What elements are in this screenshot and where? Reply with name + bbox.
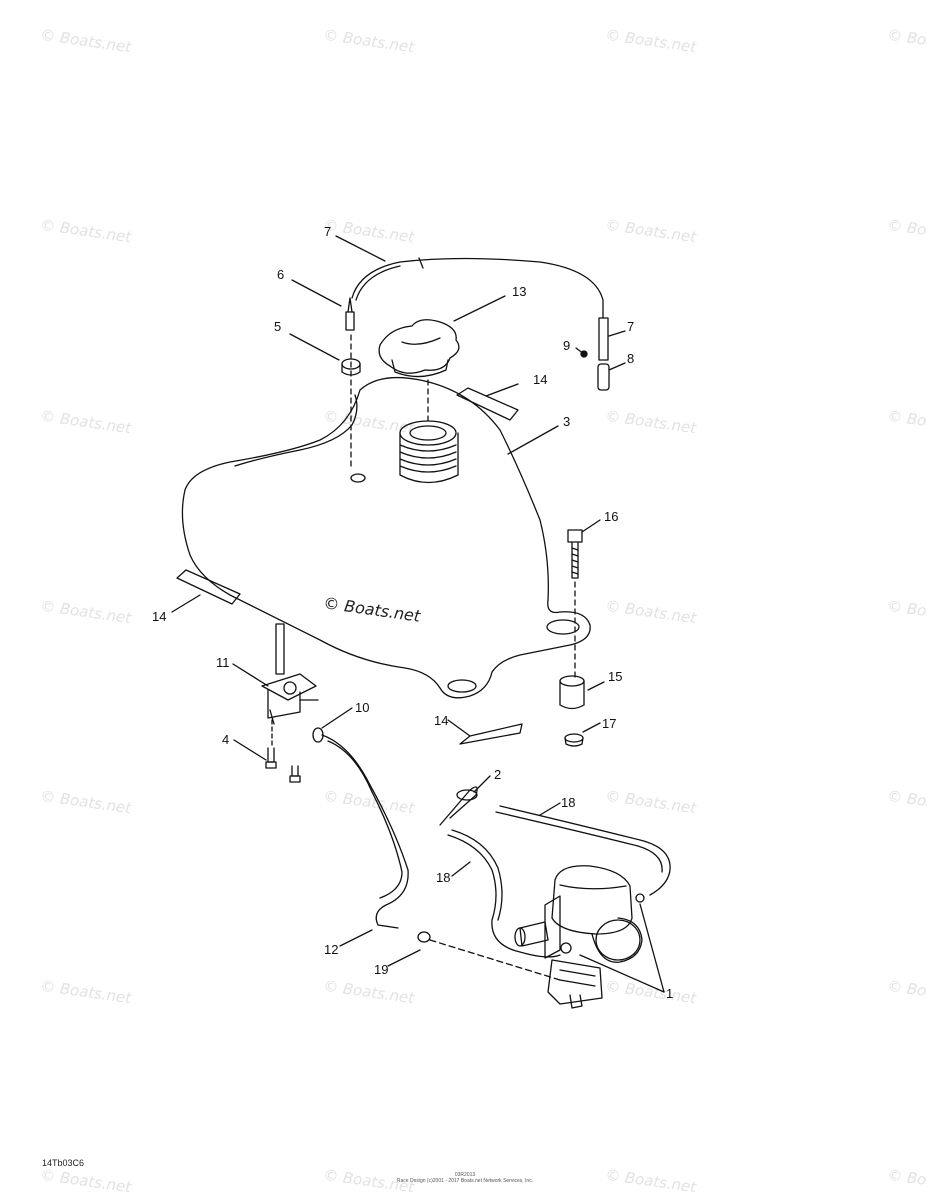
vent-tube <box>580 317 610 391</box>
callout-7: 7 <box>627 319 635 334</box>
callout-17: 17 <box>602 716 617 731</box>
fuel-cap <box>378 319 460 378</box>
spacer <box>559 675 585 710</box>
callout-4: 4 <box>222 732 230 747</box>
hose-clamp <box>417 931 431 943</box>
footer-credit: 03R2013 Race Design (c)2001 - 2017 Boats… <box>395 1172 535 1184</box>
screw <box>265 747 301 783</box>
callout-18: 18 <box>436 870 451 885</box>
rubber-pad <box>459 723 523 745</box>
callout-19: 19 <box>374 962 389 977</box>
callout-7: 7 <box>324 224 332 239</box>
callout-14: 14 <box>533 372 548 387</box>
vent-hose <box>351 257 604 319</box>
callout-10: 10 <box>355 700 370 715</box>
footer-line: Race Design (c)2001 - 2017 Boats.net Net… <box>396 1178 534 1184</box>
grommet <box>564 733 584 747</box>
callout-8: 8 <box>627 351 635 366</box>
callout-14: 14 <box>434 713 449 728</box>
callout-11: 11 <box>216 655 230 670</box>
callout-16: 16 <box>604 509 619 524</box>
callout-18: 18 <box>561 795 576 810</box>
callout-13: 13 <box>512 284 527 299</box>
callout-9: 9 <box>563 338 571 353</box>
rubber-pad <box>176 569 241 605</box>
callout-15: 15 <box>608 669 623 684</box>
callout-12: 12 <box>324 942 339 957</box>
fuel-tank <box>181 376 591 699</box>
callout-1: 1 <box>666 986 674 1001</box>
carburetor <box>514 865 645 1009</box>
vent-hose <box>499 805 671 896</box>
fuel-valve <box>261 623 319 725</box>
rubber-pad <box>456 387 519 421</box>
callout-14: 14 <box>152 609 167 624</box>
callout-6: 6 <box>277 267 285 282</box>
footer-line: 03R2013 <box>454 1172 476 1178</box>
filler-neck <box>399 420 459 484</box>
callout-2: 2 <box>494 767 502 782</box>
bolt <box>567 529 583 579</box>
callout-3: 3 <box>563 414 571 429</box>
callout-5: 5 <box>274 319 282 334</box>
vent-hose <box>447 834 561 958</box>
reference-code: 14Tb03C6 <box>42 1158 85 1168</box>
fuel-hose <box>321 734 409 929</box>
